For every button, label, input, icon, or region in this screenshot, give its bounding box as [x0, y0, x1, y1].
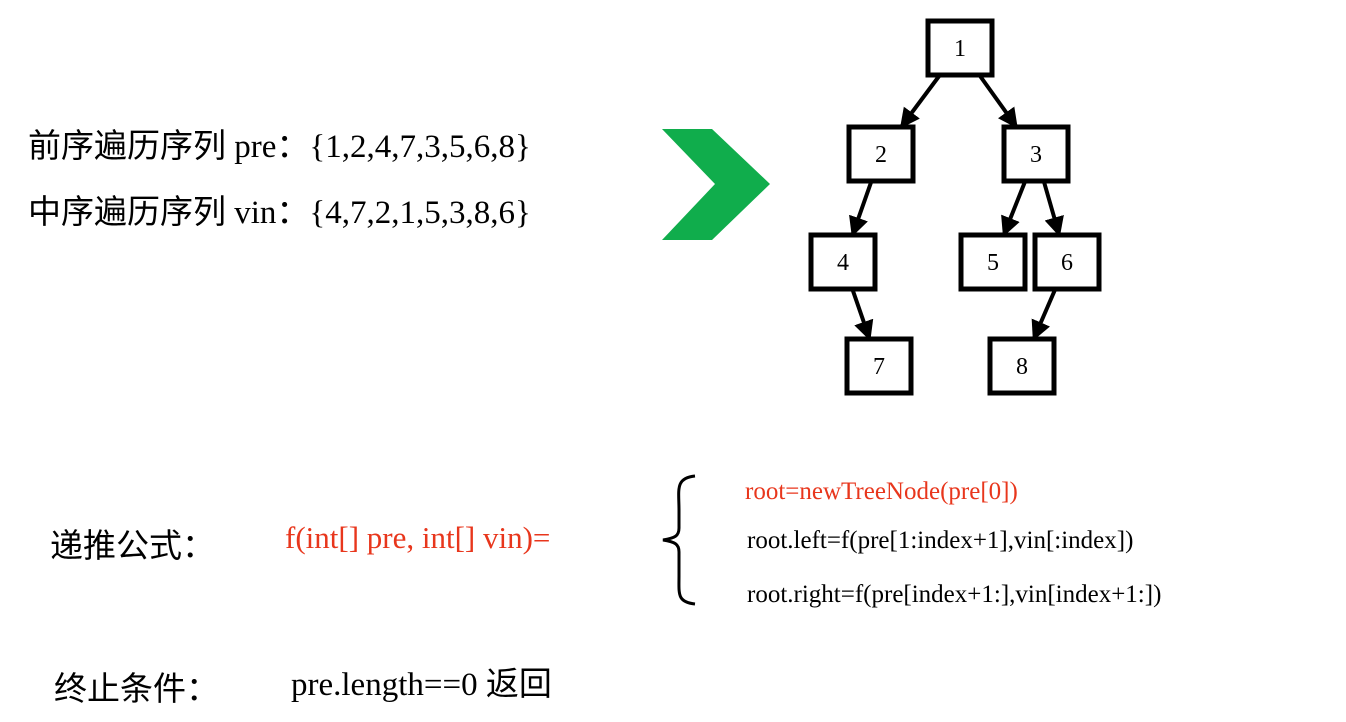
- tree-node-label: 6: [1061, 250, 1073, 276]
- preorder-label: 前序遍历序列: [28, 126, 226, 165]
- recurrence-right-line: root.right=f(pre[index+1:],vin[index+1:]…: [747, 581, 1162, 608]
- recurrence-left-line: root.left=f(pre[1:index+1],vin[:index]): [747, 527, 1134, 554]
- recurrence-lhs: f(int[] pre, int[] vin)=: [285, 520, 551, 555]
- tree-node-box: [925, 18, 995, 78]
- preorder-values: {1,2,4,7,3,5,6,8}: [309, 129, 531, 165]
- tree-node-box: [844, 336, 914, 396]
- inorder-label: 中序遍历序列: [28, 192, 226, 231]
- tree-edge-6-8: [1031, 288, 1058, 341]
- tree-edge-1-2: [899, 73, 942, 129]
- tree-node-label: 4: [837, 250, 849, 276]
- tree-edge-3-6: [1041, 180, 1064, 237]
- tree-node-box: [958, 232, 1028, 292]
- recurrence-root-line: root=newTreeNode(pre[0]): [745, 478, 1018, 505]
- inorder-sequence: 中序遍历序列 vin：{4,7,2,1,5,3,8,6}: [28, 192, 531, 233]
- inorder-name: vin: [234, 195, 277, 231]
- tree-node-7: 7: [844, 336, 914, 396]
- tree-node-6: 6: [1032, 232, 1102, 292]
- termination-action: 返回: [485, 664, 552, 703]
- tree-node-3: 3: [1001, 124, 1071, 184]
- tree-node-2: 2: [846, 124, 916, 184]
- preorder-name: pre: [234, 129, 277, 165]
- tree-node-box: [846, 124, 916, 184]
- preorder-separator: ：: [276, 126, 310, 165]
- tree-node-1: 1: [925, 18, 995, 78]
- termination-condition: pre.length==0: [291, 667, 478, 703]
- tree-node-4: 4: [808, 232, 878, 292]
- tree-edge-3-5: [1001, 180, 1028, 237]
- tree-node-8: 8: [987, 336, 1057, 396]
- termination-label: 终止条件：: [54, 669, 219, 708]
- inorder-separator: ：: [276, 192, 310, 231]
- tree-node-box: [1001, 124, 1071, 184]
- tree-node-label: 3: [1030, 142, 1042, 168]
- tree-node-label: 2: [875, 142, 887, 168]
- recurrence-label: 递推公式：: [50, 526, 215, 565]
- tree-node-label: 8: [1016, 354, 1028, 380]
- inorder-values: {4,7,2,1,5,3,8,6}: [309, 195, 531, 231]
- tree-edge-2-4: [849, 180, 874, 237]
- tree-edge-4-7: [850, 288, 874, 341]
- tree-node-label: 5: [987, 250, 999, 276]
- tree-node-box: [987, 336, 1057, 396]
- termination-condition-line: pre.length==0 返回: [291, 657, 552, 705]
- tree-node-box: [1032, 232, 1102, 292]
- tree-node-box: [808, 232, 878, 292]
- tree-node-label: 1: [954, 36, 966, 62]
- preorder-sequence: 前序遍历序列 pre：{1,2,4,7,3,5,6,8}: [28, 126, 531, 167]
- tree-node-label: 7: [873, 354, 885, 380]
- chevron-right-arrow-icon: [662, 129, 770, 240]
- tree-edge-1-3: [977, 73, 1019, 129]
- tree-node-5: 5: [958, 232, 1028, 292]
- left-brace: [662, 474, 696, 606]
